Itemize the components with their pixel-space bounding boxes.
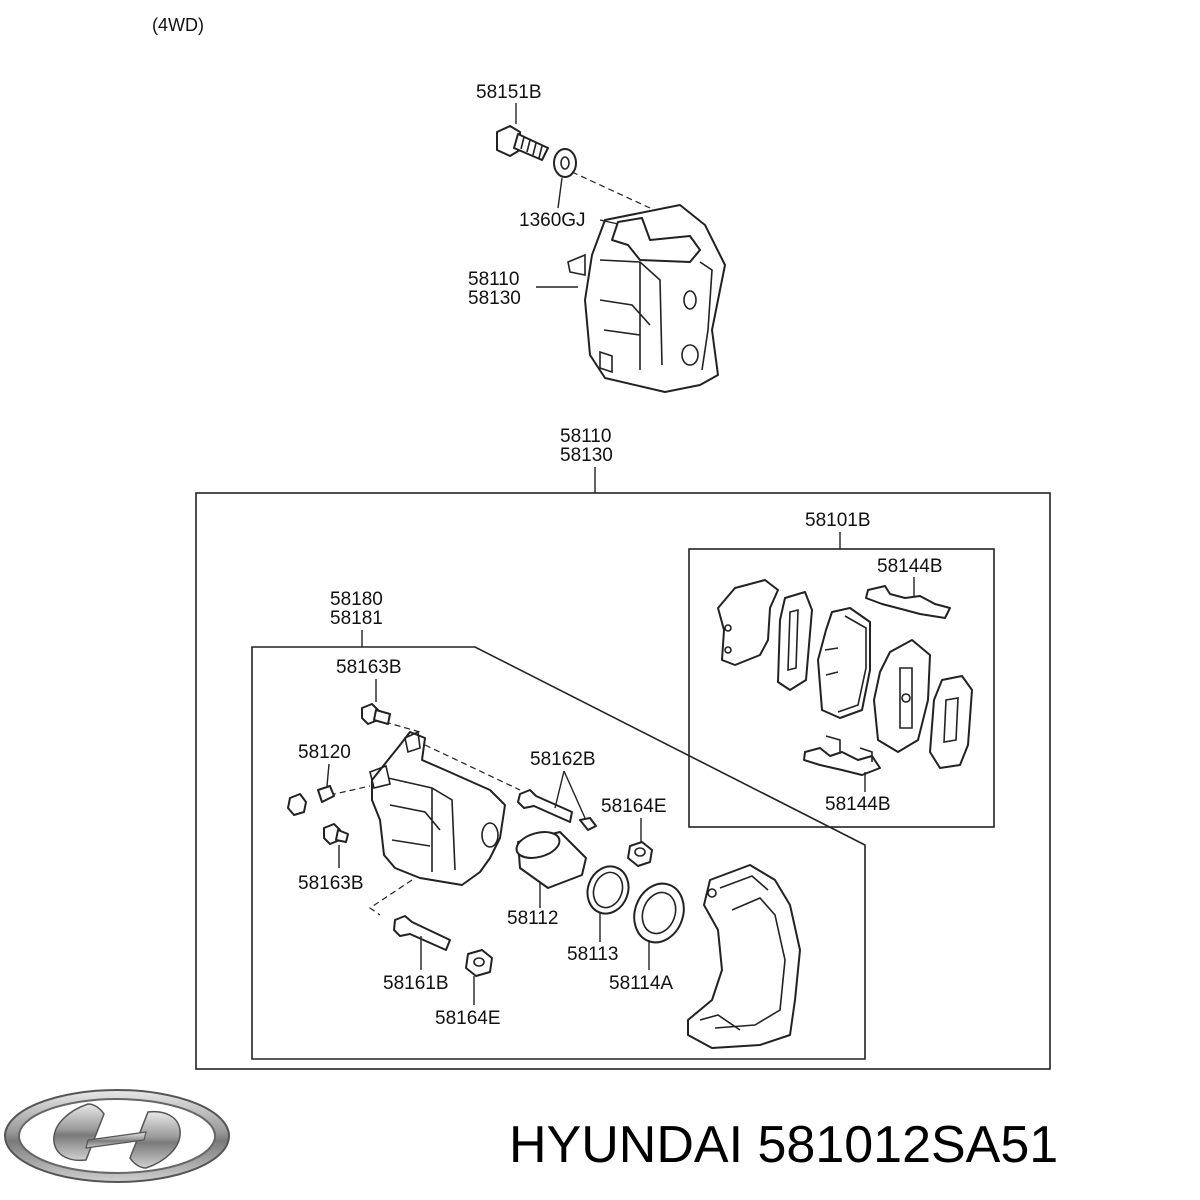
label-58112: 58112 [507,908,558,929]
brake-pad-outer-part [817,607,871,719]
label-58180: 58180 [330,589,383,610]
bleeder-screw-part [317,785,335,803]
label-58164E-bottom: 58164E [435,1008,501,1029]
label-58164E-top: 58164E [601,796,667,817]
body-guide-line-bottom [368,879,413,916]
label-58110-top: 58110 [468,269,519,290]
pad-clip-bottom-part [803,735,881,776]
label-58114A: 58114A [609,973,673,994]
brake-pad-inner-part [873,639,931,753]
body-guide-line-top [384,721,421,733]
boot-top-part [627,841,653,867]
caliper-bolt-part [496,125,549,161]
caliper-assembly-box [195,492,1051,1070]
piston-part [515,831,587,889]
label-58151B: 58151B [476,82,542,103]
caliper-assembly-top-part [567,204,726,393]
boot-bottom-part [465,949,493,977]
label-58130-box: 58130 [560,445,613,466]
bolt-guide-line [571,171,651,209]
bleeder-bolt-bottom-part [323,823,349,845]
label-58110-box: 58110 [560,426,611,447]
bleeder-guide-line [329,785,371,796]
label-58101B: 58101B [805,510,871,531]
pad-clip-top-part [865,585,951,619]
guide-pin-top-part [517,789,597,831]
brand-part-number: HYUNDAI 581012SA51 [509,1116,1058,1174]
label-58161B: 58161B [383,973,449,994]
body-guide-line-pin [424,744,521,791]
label-58162B: 58162B [530,749,596,770]
label-58130-top: 58130 [468,288,521,309]
pad-shim-inner-part [777,591,813,691]
label-58144B-bottom: 58144B [825,794,891,815]
label-58163B-top: 58163B [336,657,402,678]
pad-shim-outer-part [717,579,779,666]
hyundai-logo [4,1089,230,1183]
label-58113: 58113 [567,944,618,965]
bleeder-bolt-top-part [361,703,391,725]
piston-boot-part [633,882,685,944]
label-58144B-top: 58144B [877,556,943,577]
bleeder-cap-part [287,793,307,816]
label-58163B-bottom: 58163B [298,873,364,894]
caliper-bracket-part [687,864,801,1049]
variant-label: (4WD) [152,15,204,35]
label-58120: 58120 [298,742,351,763]
piston-seal-part [586,865,630,915]
label-1360GJ: 1360GJ [519,210,586,231]
pad-set-box [688,548,995,828]
pad-shim-rear-part [929,675,973,769]
guide-pin-bottom-part [393,915,451,951]
washer-part [553,148,577,178]
label-58181: 58181 [330,608,383,629]
caliper-body-part [369,730,506,886]
caliper-body-box [251,646,866,1060]
